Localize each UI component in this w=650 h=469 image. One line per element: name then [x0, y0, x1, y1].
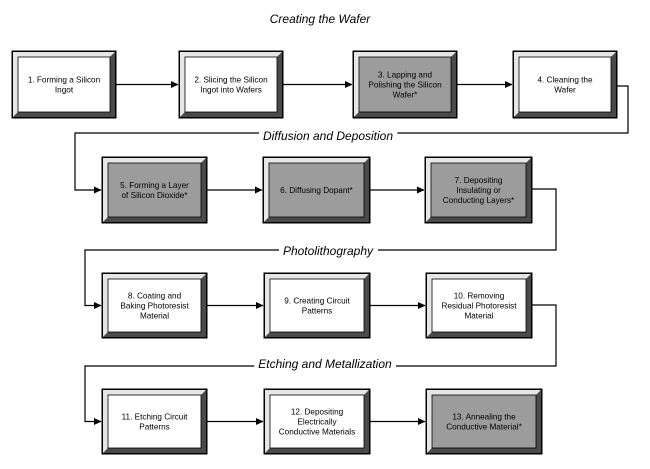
step-10-label-line: Material: [464, 312, 493, 321]
section-title-photolithography: Photolithography: [283, 244, 374, 258]
step-3-label-line: 3. Lapping and: [378, 71, 433, 80]
step-8-label-line: Baking Photoresist: [120, 302, 189, 311]
step-face: [107, 162, 202, 218]
step-11-label-line: Patterns: [139, 423, 170, 432]
step-face: [431, 394, 537, 449]
step-4-label-line: Wafer: [554, 86, 576, 95]
step-face: [269, 278, 365, 333]
step-10-label-line: 10. Removing: [454, 292, 505, 301]
step-11-label-line: 11. Etching Circuit: [122, 413, 189, 422]
step-outline: [102, 157, 207, 223]
section-title-mask: [254, 356, 397, 372]
section-title-mask: [265, 11, 376, 27]
step-8-label-line: 8. Coating and: [128, 292, 182, 301]
section-title-mask: [278, 243, 379, 259]
step-7-label-line: Insulating or: [456, 186, 501, 195]
step-3-label-line: Polishing the Silicon: [368, 81, 442, 90]
step-face: [107, 278, 202, 333]
step-outline: [513, 51, 617, 118]
step-face: [107, 394, 202, 449]
step-12-label-line: Conductive Materials: [279, 428, 355, 437]
section-title-mask: [258, 128, 398, 144]
step-2-label-line: 2. Slicing the Silicon: [194, 76, 268, 85]
step-1-label-line: Ingot: [55, 86, 74, 95]
section-title-etching-metallization: Etching and Metallization: [258, 357, 392, 371]
step-10-label-line: Residual Photoresist: [441, 302, 517, 311]
step-8-label-line: Material: [140, 312, 169, 321]
step-12-label-line: 12. Depositing: [291, 408, 344, 417]
step-outline: [179, 51, 283, 118]
step-face: [431, 278, 527, 333]
section-title-creating-wafer: Creating the Wafer: [270, 12, 371, 26]
step-outline: [102, 273, 207, 338]
step-face: [17, 56, 111, 113]
step-7-label-line: 7. Depositing: [455, 176, 503, 185]
step-outline: [264, 389, 370, 454]
step-7-label-line: Conducting Layers*: [443, 196, 515, 205]
section-title-diffusion-deposition: Diffusion and Deposition: [263, 129, 393, 143]
step-9-label-line: Patterns: [302, 307, 333, 316]
step-outline: [353, 51, 457, 118]
step-outline: [12, 51, 116, 118]
step-face: [430, 162, 527, 218]
step-9-label-line: 9. Creating Circuit: [284, 297, 350, 306]
step-13-label-line: Conductive Material*: [446, 423, 522, 432]
step-outline: [263, 157, 370, 223]
step-6-label-line: 6. Diffusing Dopant*: [280, 186, 353, 195]
step-outline: [426, 389, 542, 454]
step-face: [518, 56, 612, 113]
step-outline: [426, 273, 532, 338]
step-outline: [264, 273, 370, 338]
step-outline: [102, 389, 207, 454]
step-4-label-line: 4. Cleaning the: [537, 76, 593, 85]
step-12-label-line: Electrically: [297, 418, 337, 427]
step-face: [358, 56, 452, 113]
step-13-label-line: 13. Annealing the: [452, 413, 516, 422]
step-face: [269, 394, 365, 449]
step-3-label-line: Wafer*: [393, 91, 419, 100]
step-2-label-line: Ingot into Wafers: [200, 86, 262, 95]
step-face: [184, 56, 278, 113]
step-box-6: 6. Diffusing Dopant*: [262, 156, 371, 224]
step-5-label-line: of Silicon Dioxide*: [122, 191, 189, 200]
section-titles: Creating the Wafer Diffusion and Deposit…: [254, 11, 398, 372]
step-1-label-line: 1. Forming a Silicon: [28, 76, 101, 85]
step-outline: [425, 157, 532, 223]
step-5-label-line: 5. Forming a Layer: [120, 181, 189, 190]
step-face: [268, 162, 365, 218]
